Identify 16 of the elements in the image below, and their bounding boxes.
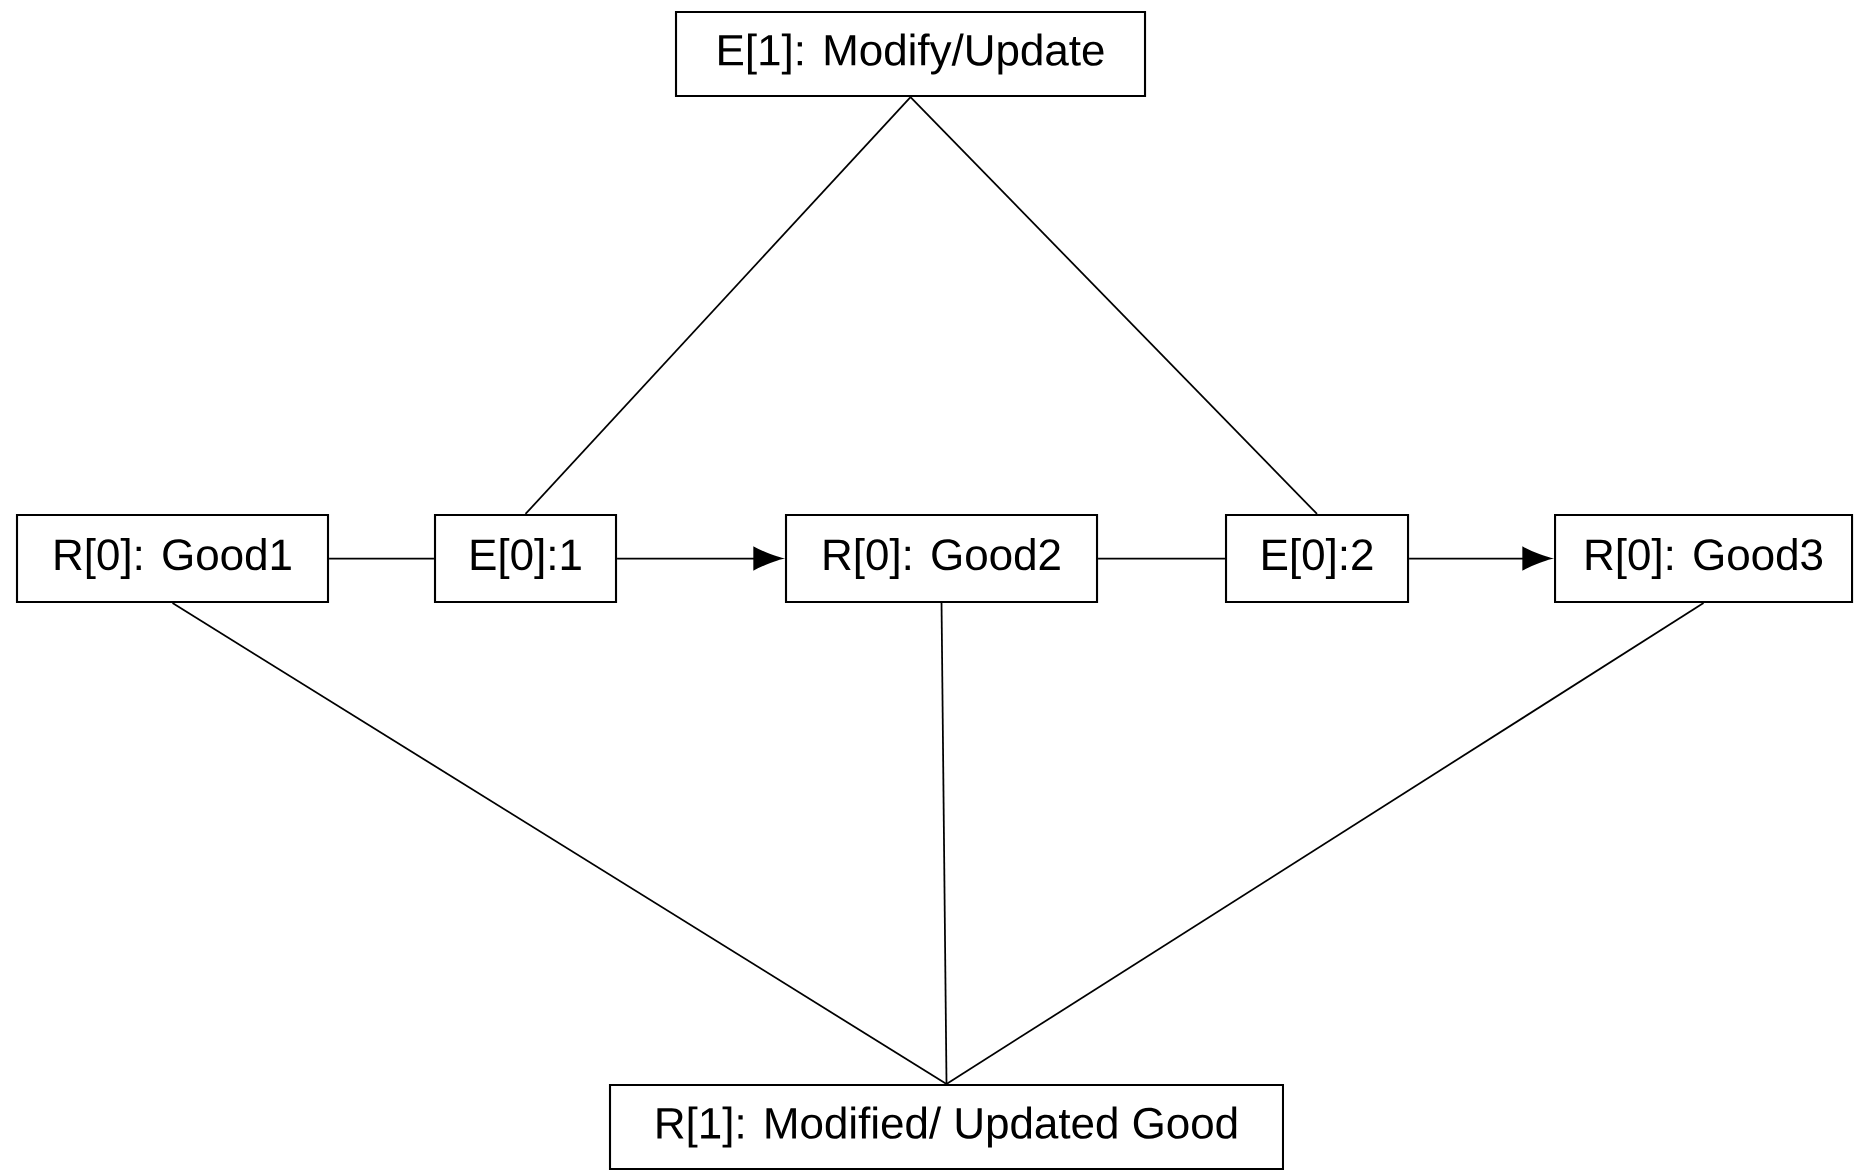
process-box: E[0]:1 [433, 513, 618, 604]
connector-line [940, 602, 948, 1085]
connector-line [171, 602, 948, 1085]
arrow [616, 546, 783, 571]
connector-line [524, 96, 912, 515]
connector-line [945, 602, 1705, 1085]
process-box: R[1]: Modified/ Updated Good [608, 1083, 1285, 1171]
connector-line [1097, 557, 1226, 560]
process-box: R[0]: Good1 [15, 513, 330, 604]
arrow [1408, 546, 1552, 571]
process-box: E[0]:2 [1224, 513, 1410, 604]
process-box: R[0]: Good3 [1553, 513, 1854, 604]
connector-line [328, 557, 435, 560]
process-box: E[1]: Modify/Update [674, 10, 1147, 98]
connector-line [909, 96, 1318, 515]
process-box: R[0]: Good2 [784, 513, 1099, 604]
